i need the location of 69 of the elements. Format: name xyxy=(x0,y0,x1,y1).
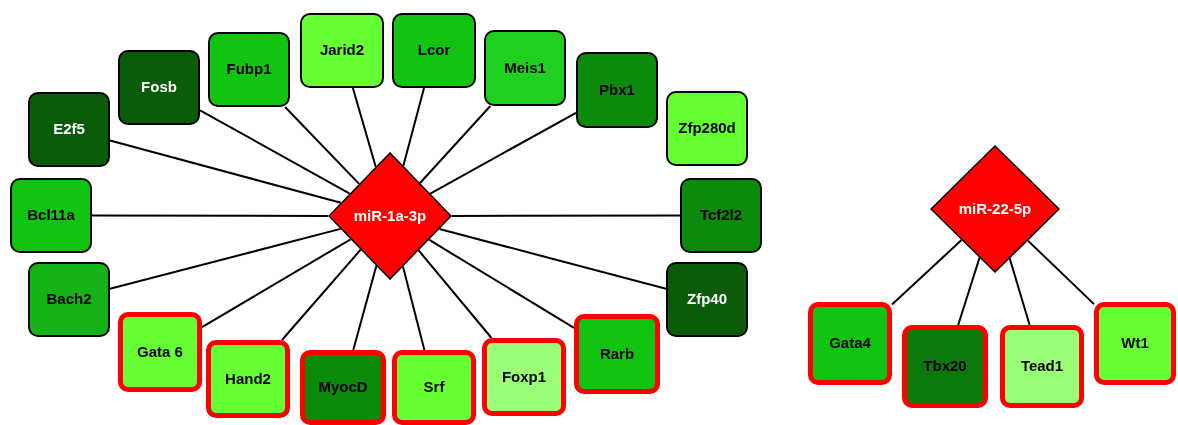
connector-line xyxy=(438,228,667,290)
connector-line xyxy=(891,239,963,306)
gene-label: MyocD xyxy=(318,378,368,397)
connector-line xyxy=(957,256,981,326)
mirna-label: miR-22-5p xyxy=(958,199,1032,219)
gene-label: Srf xyxy=(423,378,445,397)
gene-box xyxy=(392,13,476,88)
gene-box xyxy=(902,325,988,408)
gene-box xyxy=(208,32,290,107)
gene-box xyxy=(300,350,386,425)
gene-box xyxy=(118,50,200,125)
gene-label: Jarid2 xyxy=(319,41,365,60)
gene-box xyxy=(576,52,658,128)
gene-box xyxy=(206,340,290,418)
gene-box xyxy=(10,178,92,253)
gene-box xyxy=(28,262,110,337)
gene-box xyxy=(808,302,892,385)
gene-box xyxy=(300,13,384,88)
connector-line xyxy=(1026,239,1095,306)
connector-line xyxy=(199,109,351,195)
gene-label: Gata4 xyxy=(829,334,871,353)
gene-label: Rarb xyxy=(599,344,635,364)
gene-label: Foxp1 xyxy=(501,367,547,387)
connector-line xyxy=(351,87,377,168)
gene-label: Wt1 xyxy=(1121,334,1149,353)
mirna-label: miR-1a-3p xyxy=(353,206,427,226)
connector-line xyxy=(450,214,681,217)
gene-label: Tbx20 xyxy=(923,357,967,376)
connector-line xyxy=(91,214,330,217)
gene-box xyxy=(28,92,110,167)
gene-box xyxy=(666,262,748,337)
mirna-diamond xyxy=(328,152,452,280)
connector-line xyxy=(284,106,361,185)
gene-label: Pbx1 xyxy=(599,80,635,100)
gene-label: Lcor xyxy=(417,41,451,60)
connector-line xyxy=(281,248,362,341)
gene-label: E2f5 xyxy=(53,120,85,139)
connector-line xyxy=(402,265,426,351)
gene-box xyxy=(574,314,660,394)
gene-box xyxy=(680,178,762,253)
gene-label: Fubp1 xyxy=(226,60,272,79)
gene-label: Tead1 xyxy=(1020,357,1064,376)
gene-box xyxy=(482,338,566,416)
gene-label: Bcl11a xyxy=(27,206,75,225)
connector-line xyxy=(1008,257,1031,326)
connector-line xyxy=(419,105,492,185)
gene-label: Hand2 xyxy=(225,369,271,389)
gene-label: Fosb xyxy=(141,78,177,97)
mirna-diamond xyxy=(930,145,1060,273)
connector-line xyxy=(402,87,426,167)
connector-line xyxy=(417,249,493,339)
gene-label: Bach2 xyxy=(46,290,92,309)
gene-label: Zfp280d xyxy=(678,119,736,138)
gene-label: Zfp40 xyxy=(687,290,727,309)
connector-line xyxy=(201,238,352,329)
gene-label: Gata 6 xyxy=(137,342,183,362)
connector-line xyxy=(429,111,577,195)
gene-box xyxy=(392,350,476,425)
gene-box xyxy=(118,312,202,392)
connector-line xyxy=(109,227,342,290)
connector-line xyxy=(352,264,378,351)
gene-box xyxy=(1000,325,1084,408)
gene-box xyxy=(484,30,566,106)
gene-label: Tcf2l2 xyxy=(699,206,743,225)
connector-line xyxy=(428,238,575,329)
gene-box xyxy=(666,91,748,166)
connector-line xyxy=(109,139,342,204)
gene-box xyxy=(1094,302,1176,385)
gene-label: Meis1 xyxy=(504,58,546,78)
